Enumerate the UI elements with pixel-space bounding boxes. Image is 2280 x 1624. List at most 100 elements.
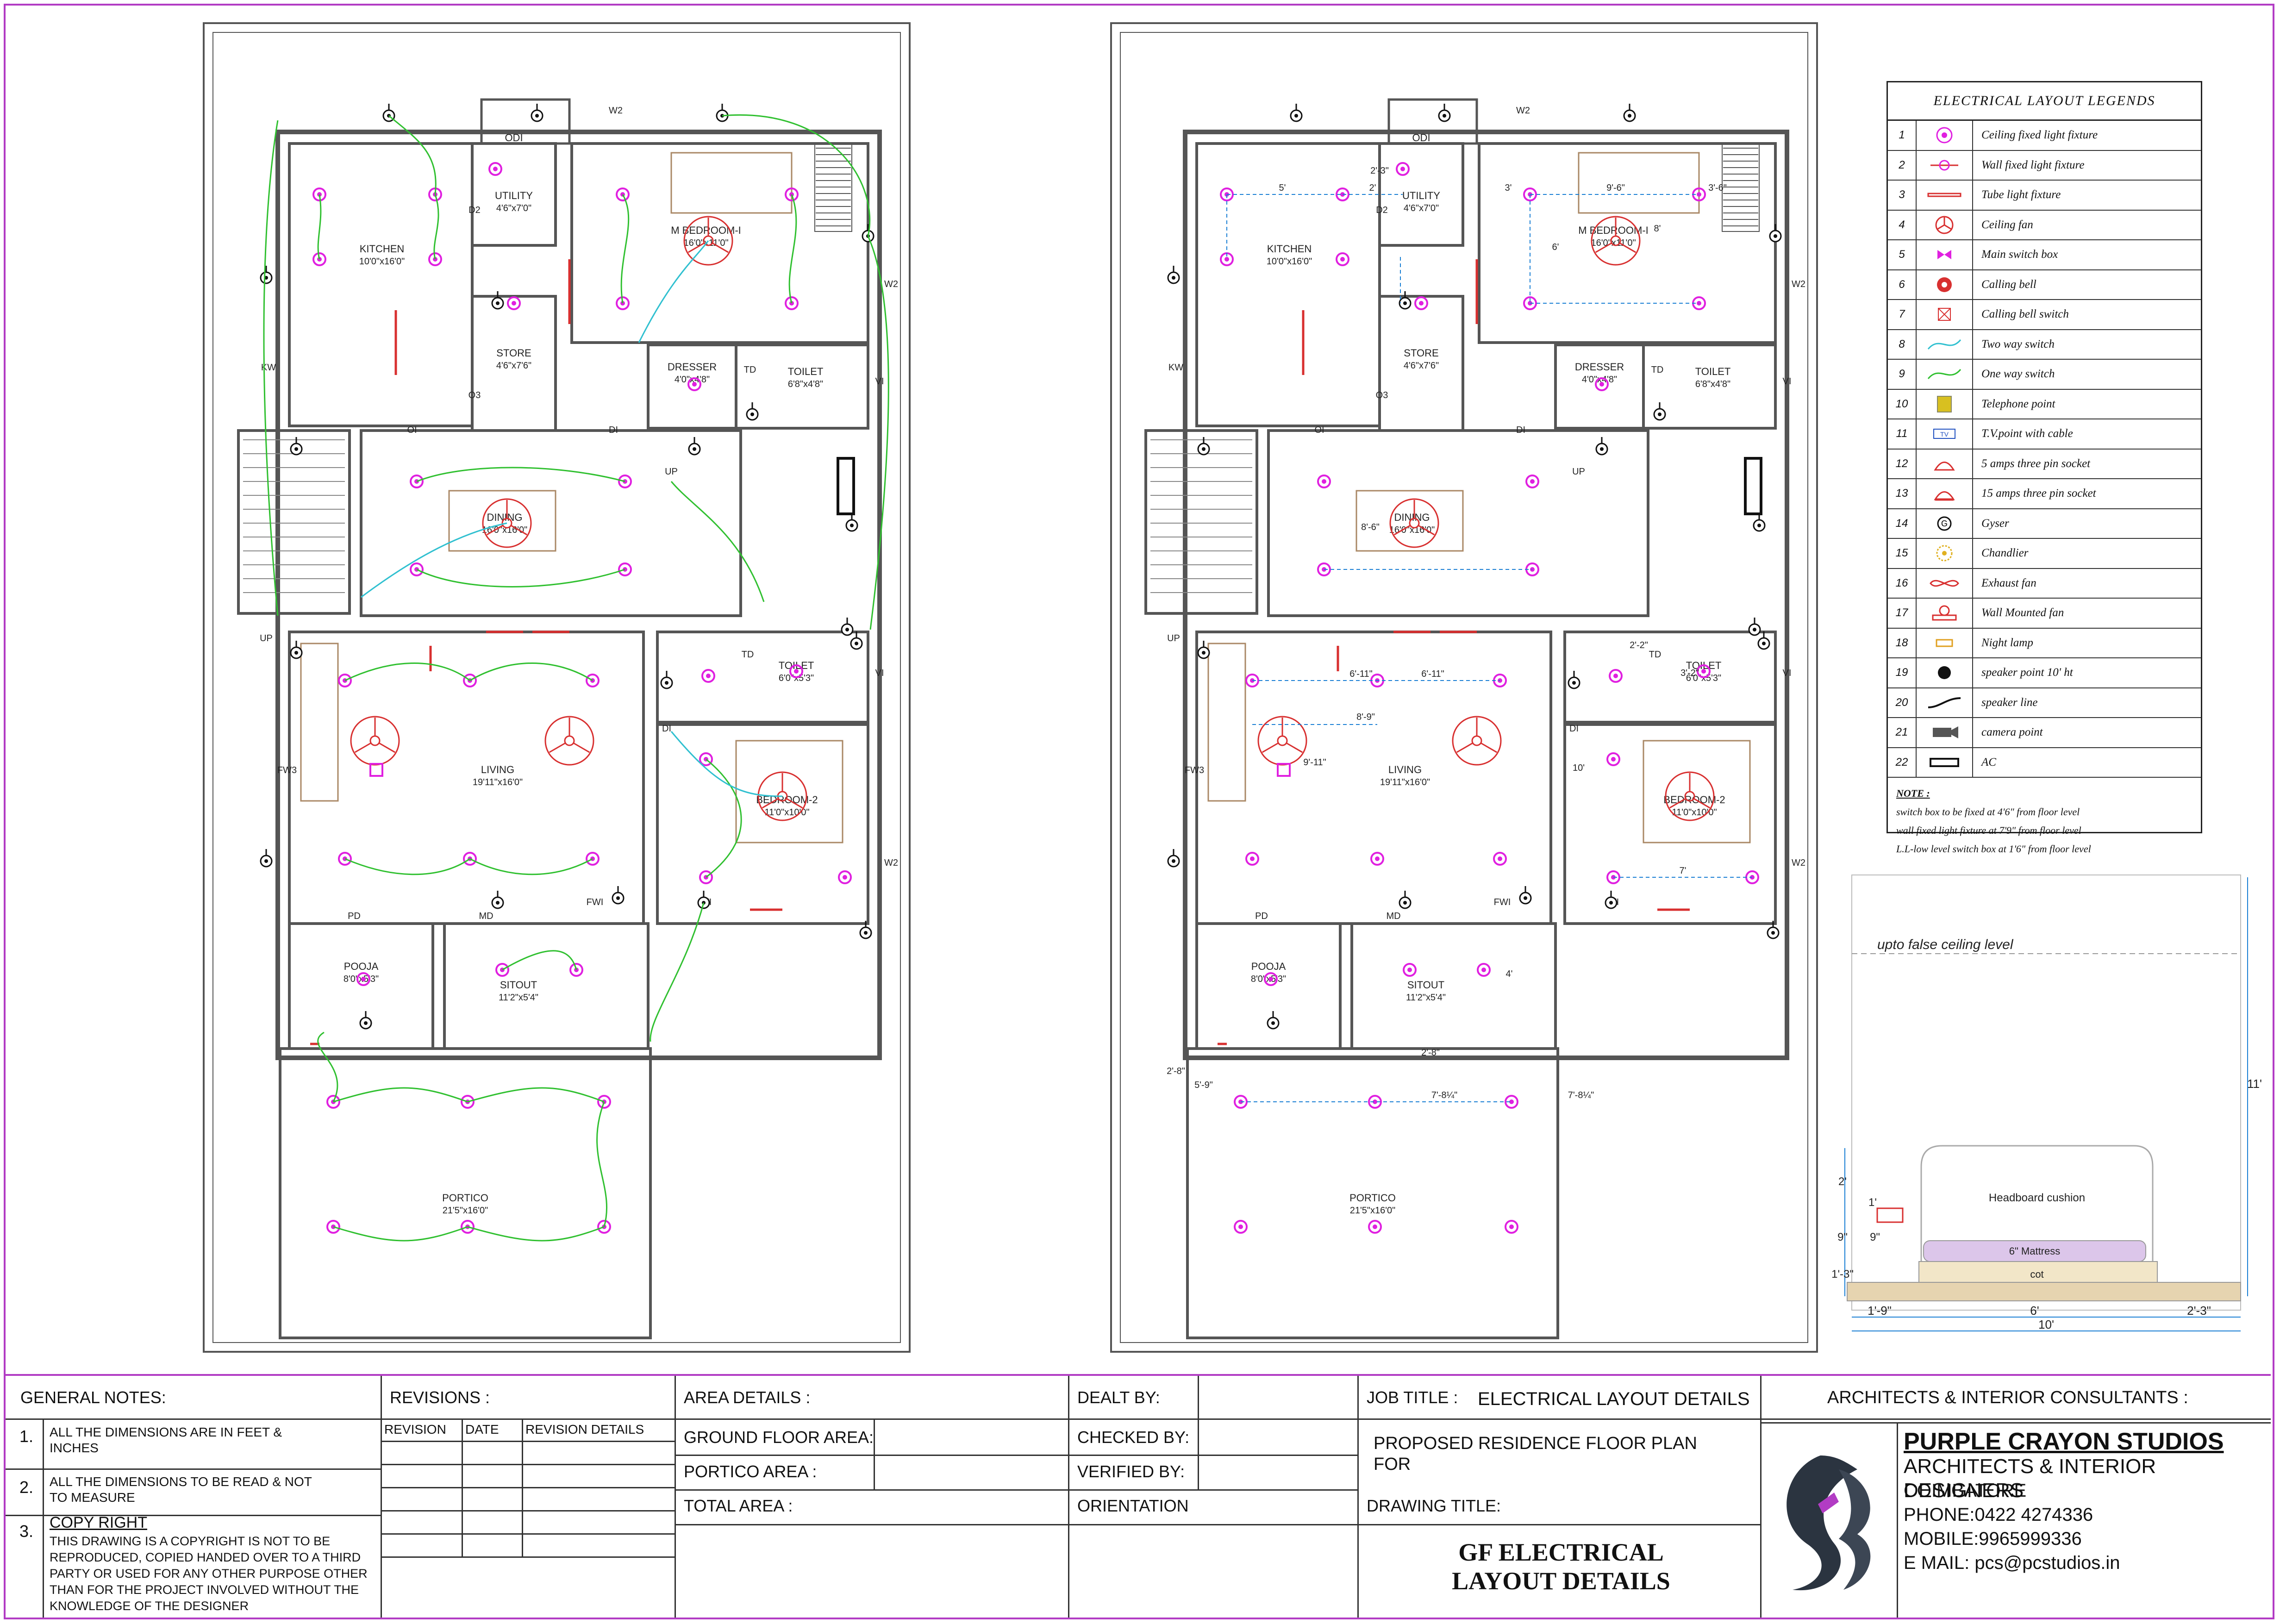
portico-area-label: PORTICO AREA :	[684, 1462, 817, 1481]
odi-projection	[1387, 98, 1478, 145]
speaker-point-icon	[491, 891, 504, 909]
opening-label: UP	[1572, 467, 1585, 477]
geyser-icon: G	[1917, 509, 1973, 538]
cot-label: cot	[2030, 1268, 2043, 1280]
ceiling-light-icon	[1396, 162, 1410, 176]
legend-label: Gyser	[1981, 517, 2009, 530]
legend-number: 15	[1888, 539, 1917, 568]
dimension-label: 7'-8¼"	[1431, 1090, 1458, 1100]
opening-label: MD	[479, 911, 493, 921]
ceiling-light-icon	[1697, 664, 1711, 678]
speaker-point-icon	[697, 891, 710, 909]
bed-2	[1643, 740, 1751, 843]
two-way-icon	[1917, 330, 1973, 359]
room-name: LIVING	[481, 764, 514, 775]
ceiling-light-icon	[1917, 121, 1973, 150]
legend-label: Tube light fixture	[1981, 188, 2061, 201]
legend-label: Chandlier	[1981, 547, 2029, 560]
speaker-point-icon	[491, 291, 504, 310]
speaker-point-icon	[716, 104, 729, 122]
room-size: 11'2"x5'4"	[499, 993, 538, 1003]
bed-2	[735, 740, 843, 843]
opening-label: D2	[468, 205, 481, 215]
headboard-label: Headboard cushion	[1989, 1192, 2085, 1204]
false-ceiling-label: upto false ceiling level	[1877, 937, 2014, 952]
opening-label: UP	[665, 467, 678, 477]
speaker-point-icon	[1605, 891, 1618, 909]
dimension-label: 3'	[1505, 183, 1512, 193]
legend-label: Night lamp	[1981, 636, 2033, 649]
room-size: 4'6"x7'0"	[1404, 203, 1439, 213]
legend-label: AC	[1981, 756, 1996, 768]
plot-boundary	[1110, 22, 1818, 1353]
legend-label: Main switch box	[1981, 248, 2058, 261]
opening-label: W2	[884, 279, 898, 289]
plan-with-wiring: KITCHEN10'0"x16'0"UTILITY4'6"x7'0"STORE4…	[203, 22, 911, 1353]
opening-label: W2	[884, 858, 898, 868]
speaker-point-icon	[859, 921, 872, 939]
legend-number: 10	[1888, 389, 1917, 418]
speaker-point-icon	[1519, 886, 1532, 905]
wire-line	[344, 858, 470, 875]
ceiling-light-icon	[1606, 752, 1620, 766]
opening-label: MD	[1386, 911, 1400, 921]
dimension-label: 5'-9"	[1194, 1080, 1213, 1090]
room-size: 21'5"x16'0"	[1350, 1206, 1396, 1216]
bed-furniture	[1578, 152, 1700, 214]
speaker-point-icon	[1748, 618, 1761, 636]
room-name: STORE	[496, 347, 531, 359]
one-way-icon	[1917, 360, 1973, 389]
two-way-wire	[638, 240, 709, 343]
opening-label: DI	[1516, 425, 1525, 435]
wire-line	[333, 1226, 468, 1242]
room-name: TOILET	[788, 366, 824, 377]
mattress-label: 6" Mattress	[2009, 1245, 2061, 1257]
wire-line	[317, 194, 322, 260]
room-name: TOILET	[1695, 366, 1731, 377]
plot-inner-boundary	[212, 32, 901, 1343]
room-name: KITCHEN	[360, 243, 405, 255]
room-name: POOJA	[344, 961, 379, 972]
ceiling-light-icon	[1477, 963, 1491, 977]
dimension-label: 2'-8"	[1421, 1048, 1440, 1058]
legend-number: 3	[1888, 181, 1917, 210]
legend-label: Wall Mounted fan	[1981, 606, 2064, 619]
dimension-label: 6'-11"	[1349, 669, 1372, 679]
room-size: 4'6"x7'6"	[1404, 361, 1439, 371]
ac-icon	[1917, 748, 1973, 777]
company-subtitle: ARCHITECTS & INTERIOR DESIGNERS	[1904, 1455, 2156, 1502]
speaker-point-icon	[359, 1011, 372, 1030]
legend-label: 5 amps three pin socket	[1981, 457, 2091, 470]
ceiling-light-icon	[1525, 475, 1539, 488]
opening-label: D2	[1376, 205, 1388, 215]
checked-by-label: CHECKED BY:	[1077, 1428, 1190, 1447]
ceiling-light-icon	[1368, 1220, 1382, 1234]
room-size: 19'11"x16'0"	[1380, 777, 1430, 787]
room-outline	[1642, 344, 1777, 430]
room-name: UTILITY	[1402, 190, 1440, 201]
odi-projection	[480, 98, 571, 145]
building-wall	[275, 130, 882, 1060]
wire-line	[722, 114, 871, 237]
floor-plans: KITCHEN10'0"x16'0"UTILITY4'6"x7'0"STORE4…	[203, 22, 2262, 1353]
legend-title: ELECTRICAL LAYOUT LEGENDS	[1888, 82, 2201, 121]
room-size: 16'0"x16'0"	[482, 525, 528, 535]
chandelier-icon	[1917, 539, 1973, 568]
note-line: L.L-low level switch box at 1'6" from fl…	[1896, 843, 2091, 855]
room-size: 4'6"x7'0"	[496, 203, 531, 213]
bed-furniture	[670, 152, 793, 214]
dimension-label: 1'	[1868, 1196, 1877, 1209]
bell-icon	[1917, 270, 1973, 299]
legend-number: 7	[1888, 300, 1917, 329]
room-size: 19'11"x16'0"	[473, 777, 523, 787]
room-outline	[656, 721, 869, 925]
ceiling-light-icon	[1245, 852, 1259, 866]
speaker-point-icon	[290, 437, 303, 456]
opening-label: OI	[407, 425, 417, 435]
legend-number: 2	[1888, 150, 1917, 180]
